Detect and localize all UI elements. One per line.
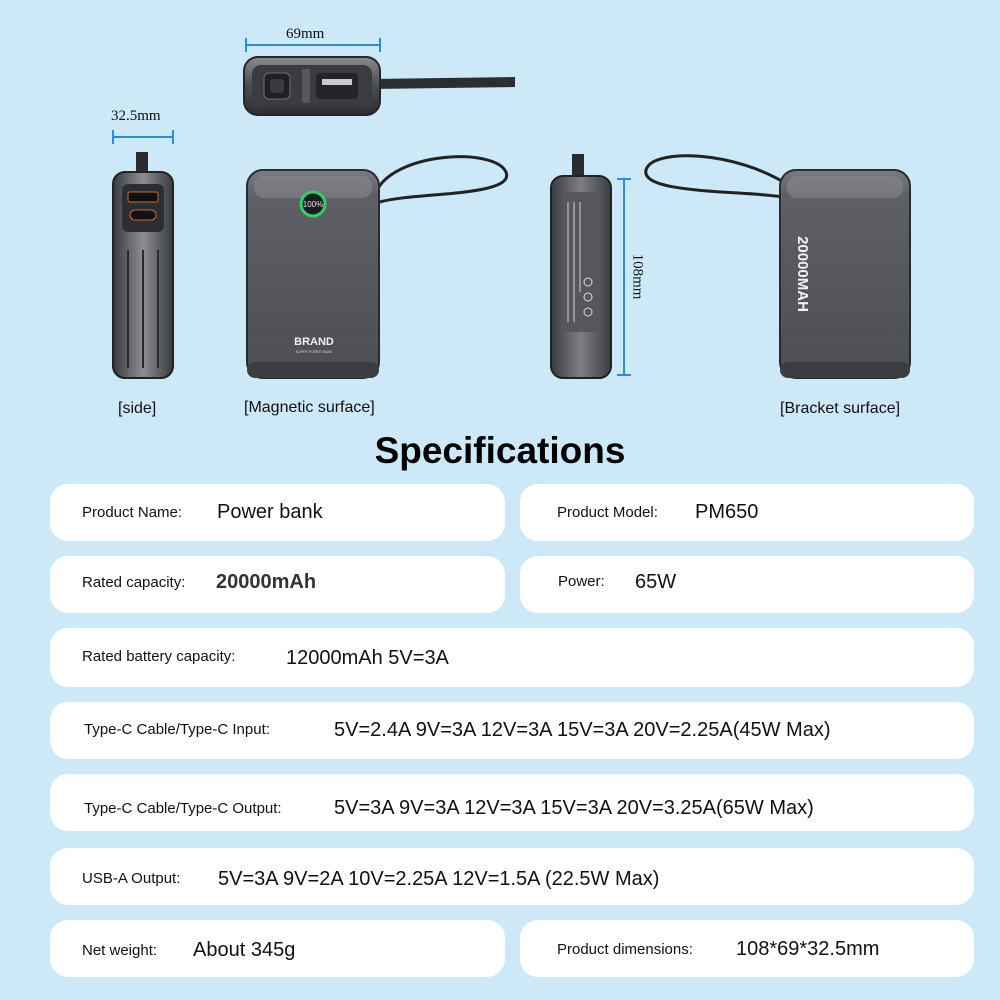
- width-dimension-line: [246, 44, 380, 46]
- rated-capacity-value: 20000mAh: [216, 571, 317, 593]
- thickness-dimension-line: [113, 136, 173, 138]
- brand-logo: BRAND: [294, 336, 334, 348]
- typec-output-value: 5V=3A 9V=3A 12V=3A 15V=3A 20V=3.25A(65W …: [334, 797, 814, 819]
- bracket-surface-image: 20000MAH: [644, 154, 911, 379]
- product-model-value: PM650: [695, 501, 759, 523]
- bracket-surface-label: [Bracket surface]: [780, 400, 901, 417]
- rated-capacity-label: Rated capacity:: [82, 574, 186, 591]
- specifications-title: Specifications: [374, 430, 626, 471]
- typec-output-label: Type-C Cable/Type-C Output:: [84, 800, 282, 817]
- height-dimension-line: [623, 179, 625, 375]
- side-view-label: [side]: [118, 400, 157, 417]
- side-view-image: [112, 152, 174, 379]
- typec-input-value: 5V=2.4A 9V=3A 12V=3A 15V=3A 20V=2.25A(45…: [334, 719, 831, 741]
- magnetic-surface-label: [Magnetic surface]: [244, 399, 375, 416]
- thickness-dimension-tick-left: [112, 130, 114, 144]
- product-name-value: Power bank: [217, 501, 323, 523]
- spec-card-rated-capacity: Rated capacity: 20000mAh: [50, 556, 505, 613]
- width-dimension-tick-left: [245, 38, 247, 52]
- spec-card-rated-battery-capacity: Rated battery capacity: 12000mAh 5V=3A: [50, 628, 974, 687]
- net-weight-value: About 345g: [193, 939, 296, 961]
- width-dimension-label: 69mm: [286, 26, 325, 42]
- rated-battery-capacity-label: Rated battery capacity:: [82, 648, 236, 665]
- spec-card-typec-output: Type-C Cable/Type-C Output: 5V=3A 9V=3A …: [50, 774, 974, 831]
- usba-output-label: USB-A Output:: [82, 870, 181, 887]
- usba-output-value: 5V=3A 9V=2A 10V=2.25A 12V=1.5A (22.5W Ma…: [218, 868, 660, 890]
- rated-battery-capacity-value: 12000mAh 5V=3A: [286, 647, 449, 669]
- top-view-image: [243, 56, 515, 116]
- brand-subtitle: SUPER POWER BANK: [296, 350, 333, 354]
- spec-card-product-model: Product Model: PM650: [520, 484, 974, 541]
- spec-card-product-dimensions: Product dimensions: 108*69*32.5mm: [520, 920, 974, 977]
- product-model-label: Product Model:: [557, 504, 658, 521]
- spec-card-power: Power: 65W: [520, 556, 974, 613]
- height-dimension-tick-bottom: [617, 374, 631, 376]
- product-dimensions-label: Product dimensions:: [557, 941, 693, 958]
- product-name-label: Product Name:: [82, 504, 183, 521]
- spec-card-usba-output: USB-A Output: 5V=3A 9V=2A 10V=2.25A 12V=…: [50, 848, 974, 905]
- battery-display: 100%: [303, 200, 323, 209]
- spec-card-product-name: Product Name: Power bank: [50, 484, 505, 541]
- product-dimensions-value: 108*69*32.5mm: [736, 938, 880, 960]
- thickness-dimension-tick-right: [172, 130, 174, 144]
- magnetic-surface-image: 100% BRAND SUPER POWER BANK: [246, 155, 508, 379]
- spec-card-net-weight: Net weight: About 345g: [50, 920, 505, 977]
- capacity-print: 20000MAH: [794, 236, 811, 312]
- edge-view-image: [550, 154, 612, 379]
- thickness-dimension-label: 32.5mm: [111, 108, 161, 124]
- width-dimension-tick-right: [379, 38, 381, 52]
- power-label: Power:: [558, 573, 605, 590]
- spec-card-typec-input: Type-C Cable/Type-C Input: 5V=2.4A 9V=3A…: [50, 702, 974, 759]
- typec-input-label: Type-C Cable/Type-C Input:: [84, 721, 270, 738]
- net-weight-label: Net weight:: [82, 942, 158, 959]
- power-value: 65W: [635, 571, 677, 593]
- height-dimension-tick-top: [617, 178, 631, 180]
